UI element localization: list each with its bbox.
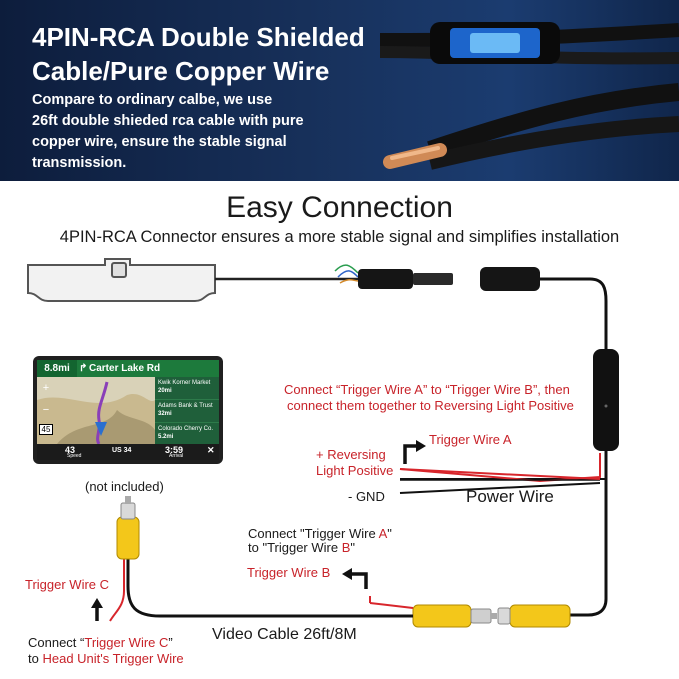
video-cable-label: Video Cable 26ft/8M xyxy=(212,626,357,643)
arrival-label: Arrival xyxy=(169,453,184,459)
head-unit-display: 8.8mi ↱ Carter Lake Rd + − 45 Kwik Korne… xyxy=(33,356,223,464)
section-title: Easy Connection xyxy=(226,191,453,224)
cable-illustration xyxy=(379,22,679,170)
section-subtitle: 4PIN-RCA Connector ensures a more stable… xyxy=(59,228,620,246)
gps-status-bar: 43 Speed US 34 3:59 Arrival ✕ xyxy=(37,444,219,460)
map-terrain xyxy=(37,381,155,445)
gnd-label: - GND xyxy=(348,489,385,504)
banner-title-line1: 4PIN-RCA Double Shielded xyxy=(32,22,365,52)
wiring-diagram: Easy Connection 4PIN-RCA Connector ensur… xyxy=(0,181,679,679)
instruction-ab2-line2: to "Trigger Wire B" xyxy=(248,540,356,555)
speed-limit: 45 xyxy=(39,424,53,435)
not-included-note: (not included) xyxy=(85,479,164,494)
instruction-c-line1: Connect “Trigger Wire C” xyxy=(28,635,173,650)
banner-desc-line2: 26ft double shieded rca cable with pure xyxy=(32,113,304,129)
banner-desc-line3: copper wire, ensure the stable signal xyxy=(32,134,287,150)
reversing-label-line1: + Reversing xyxy=(316,447,386,462)
gps-nav-bar: 8.8mi ↱ Carter Lake Rd xyxy=(37,360,219,377)
banner-desc-line1: Compare to ordinary calbe, we use xyxy=(32,92,273,108)
speed-label: Speed xyxy=(67,453,82,459)
banner: 4PIN-RCA Double Shielded Cable/Pure Copp… xyxy=(0,0,679,181)
wiring-lines xyxy=(27,258,619,628)
zoom-in-button: + xyxy=(42,382,50,394)
zoom-out-button: − xyxy=(42,404,50,416)
street-name: Carter Lake Rd xyxy=(89,363,161,374)
license-plate-camera xyxy=(27,258,216,302)
instruction-ab2-line1: Connect "Trigger Wire A" xyxy=(248,526,392,541)
trigger-wire-b-label: Trigger Wire B xyxy=(247,565,331,580)
zoom-controls: + − 45 xyxy=(39,382,53,435)
turn-arrow-icon: ↱ xyxy=(79,363,88,374)
trigger-wire-a-label: Trigger Wire A xyxy=(429,432,512,447)
turn-distance: 8.8mi xyxy=(37,360,77,377)
instruction-ab-line1: Connect “Trigger Wire A” to “Trigger Wir… xyxy=(284,382,570,397)
instruction-c-line2: to Head Unit's Trigger Wire xyxy=(28,651,184,666)
power-wire-label: Power Wire xyxy=(466,487,554,506)
banner-desc-line4: transmission. xyxy=(32,155,127,171)
banner-title-line2: Cable/Pure Copper Wire xyxy=(32,56,330,86)
reversing-label-line2: Light Positive xyxy=(316,463,394,478)
current-speed: 43 xyxy=(65,445,76,455)
close-icon: ✕ xyxy=(207,445,215,455)
instruction-ab-line2: connect them together to Reversing Light… xyxy=(287,398,574,413)
poi-item: Colorado Cherry Co.5.2mi xyxy=(155,423,219,446)
route-name: US 34 xyxy=(112,447,132,454)
arrival-time: 3:59 xyxy=(165,445,184,455)
trigger-wire-c-label: Trigger Wire C xyxy=(25,577,110,592)
gps-screen: 8.8mi ↱ Carter Lake Rd + − 45 Kwik Korne… xyxy=(37,360,219,460)
